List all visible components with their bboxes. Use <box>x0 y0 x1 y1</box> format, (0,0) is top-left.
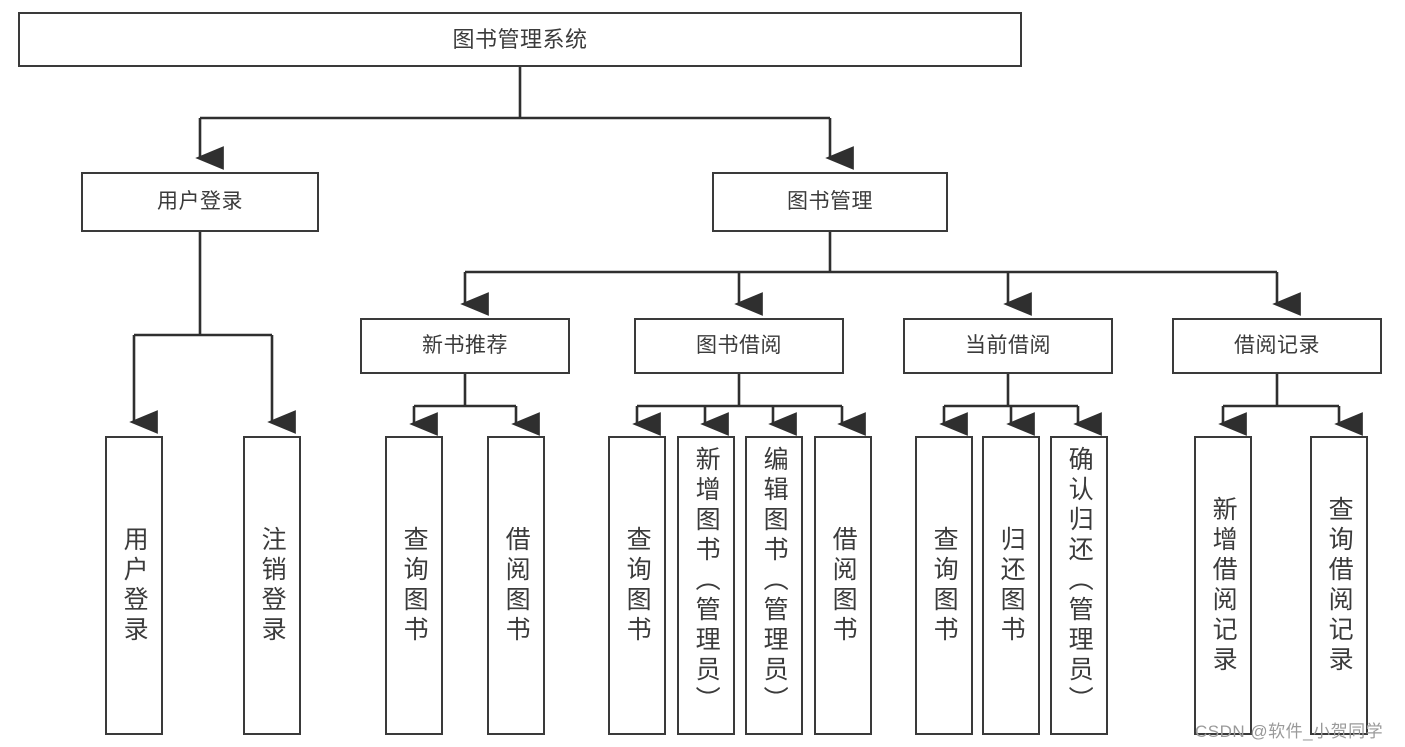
leaf-label: 新增借阅记录 <box>1209 495 1238 676</box>
node-user-login[interactable]: 用户登录 <box>81 172 319 232</box>
leaf-label: 借阅图书 <box>502 525 531 646</box>
leaf-query-book-recommend[interactable]: 查询图书 <box>385 436 443 735</box>
leaf-logout[interactable]: 注销登录 <box>243 436 301 735</box>
node-label: 当前借阅 <box>965 333 1051 357</box>
leaf-label: 查询图书 <box>623 525 652 646</box>
leaf-label: 用户登录 <box>120 525 149 646</box>
leaf-add-borrow-record[interactable]: 新增借阅记录 <box>1194 436 1252 735</box>
leaf-label: 确认归还（管理员） <box>1065 446 1094 716</box>
node-book-management[interactable]: 图书管理 <box>712 172 948 232</box>
node-new-book-recommend[interactable]: 新书推荐 <box>360 318 570 374</box>
leaf-query-book-current[interactable]: 查询图书 <box>915 436 973 735</box>
node-label: 图书借阅 <box>696 333 782 357</box>
leaf-edit-book-admin[interactable]: 编辑图书（管理员） <box>745 436 803 735</box>
leaf-query-book-borrow[interactable]: 查询图书 <box>608 436 666 735</box>
leaf-borrow-book-recommend[interactable]: 借阅图书 <box>487 436 545 735</box>
leaf-borrow-book[interactable]: 借阅图书 <box>814 436 872 735</box>
leaf-label: 查询图书 <box>400 525 429 646</box>
node-label: 图书管理系统 <box>452 26 588 52</box>
node-current-borrow[interactable]: 当前借阅 <box>903 318 1113 374</box>
leaf-label: 注销登录 <box>258 525 287 646</box>
leaf-user-login[interactable]: 用户登录 <box>105 436 163 735</box>
leaf-add-book-admin[interactable]: 新增图书（管理员） <box>677 436 735 735</box>
leaf-confirm-return-admin[interactable]: 确认归还（管理员） <box>1050 436 1108 735</box>
leaf-return-book[interactable]: 归还图书 <box>982 436 1040 735</box>
leaf-label: 新增图书（管理员） <box>692 446 721 716</box>
watermark: CSDN @软件_小贺同学 <box>1195 722 1384 741</box>
leaf-label: 借阅图书 <box>829 525 858 646</box>
node-label: 借阅记录 <box>1234 333 1320 357</box>
node-book-borrow[interactable]: 图书借阅 <box>634 318 844 374</box>
node-label: 图书管理 <box>787 189 873 213</box>
node-label: 用户登录 <box>157 189 243 213</box>
leaf-label: 归还图书 <box>997 525 1026 646</box>
leaf-label: 编辑图书（管理员） <box>760 446 789 716</box>
leaf-label: 查询图书 <box>930 525 959 646</box>
leaf-label: 查询借阅记录 <box>1325 495 1354 676</box>
leaf-query-borrow-record[interactable]: 查询借阅记录 <box>1310 436 1368 735</box>
node-root-system[interactable]: 图书管理系统 <box>18 12 1022 67</box>
node-label: 新书推荐 <box>422 333 508 357</box>
node-borrow-record[interactable]: 借阅记录 <box>1172 318 1382 374</box>
